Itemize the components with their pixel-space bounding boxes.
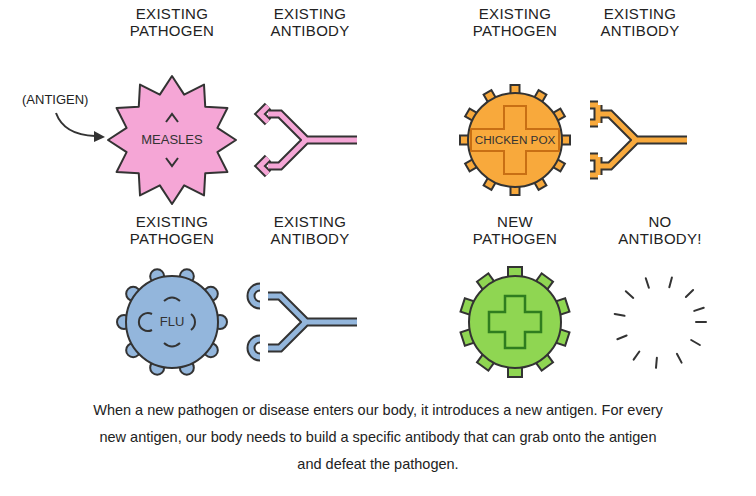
empty-dash	[615, 314, 625, 316]
antibody-outline	[251, 287, 357, 357]
leader-arrowhead	[94, 131, 105, 142]
node-heading: NO ANTIBODY!	[608, 214, 712, 247]
node-heading: NEW PATHOGEN	[463, 214, 567, 247]
caption-text: When a new pathogen or disease enters ou…	[88, 397, 668, 478]
chickenpox-antibody: EXISTING ANTIBODY	[575, 6, 705, 206]
empty-dash	[691, 340, 700, 345]
antibody-fill	[251, 287, 357, 357]
antigen-cross	[471, 106, 559, 174]
pathogen-name: MEASLES	[141, 133, 202, 148]
empty-dash	[646, 278, 649, 288]
antibody-outline	[260, 106, 357, 174]
node-heading: EXISTING PATHOGEN	[120, 214, 224, 247]
node-heading: EXISTING PATHOGEN	[120, 6, 224, 39]
caption-holder: When a new pathogen or disease enters ou…	[88, 397, 668, 478]
antibody-outline	[590, 105, 687, 175]
antigen-mark	[166, 158, 178, 166]
antigen-mark	[166, 114, 178, 122]
missing-antibody: NO ANTIBODY!	[595, 214, 725, 394]
antibody-fill	[590, 105, 687, 175]
pathogen-body	[468, 93, 562, 187]
empty-dash	[669, 278, 672, 288]
antigen-mark	[164, 298, 180, 302]
flu-antibody: EXISTING ANTIBODY	[245, 214, 375, 394]
empty-dash	[686, 290, 693, 297]
pathogen-body	[126, 276, 218, 368]
leader-line	[56, 113, 95, 136]
pathogen-name: FLU	[160, 315, 185, 330]
pathogen-name: CHICKEN POX	[475, 133, 556, 146]
antigen-mark	[191, 314, 195, 330]
node-heading: EXISTING ANTIBODY	[258, 214, 362, 247]
node-heading: EXISTING PATHOGEN	[463, 6, 567, 39]
empty-dash	[617, 335, 626, 339]
empty-dash	[677, 354, 682, 363]
flu-pathogen: EXISTING PATHOGEN FLU	[107, 214, 237, 394]
chickenpox-pathogen: EXISTING PATHOGEN CHICKEN POX	[450, 6, 580, 206]
measles-pathogen: EXISTING PATHOGEN MEASLES	[107, 6, 237, 206]
pathogen-body	[469, 276, 561, 368]
new-pathogen: NEW PATHOGEN	[450, 214, 580, 394]
antigen-cross	[489, 296, 541, 348]
empty-dash	[694, 308, 704, 311]
antigen-mark	[164, 343, 180, 347]
empty-dash	[626, 291, 633, 298]
node-heading: EXISTING ANTIBODY	[258, 6, 362, 39]
label-holder: (ANTIGEN)	[22, 92, 88, 107]
empty-dash	[696, 321, 706, 323]
antibody-fill	[260, 106, 357, 174]
empty-dash	[634, 351, 640, 359]
measles-antibody: EXISTING ANTIBODY	[245, 6, 375, 206]
empty-dash	[655, 358, 658, 368]
pathogen-body	[108, 76, 236, 204]
antigen-label: (ANTIGEN)	[22, 92, 88, 107]
antigen-mark	[139, 313, 152, 331]
node-heading: EXISTING ANTIBODY	[588, 6, 692, 39]
